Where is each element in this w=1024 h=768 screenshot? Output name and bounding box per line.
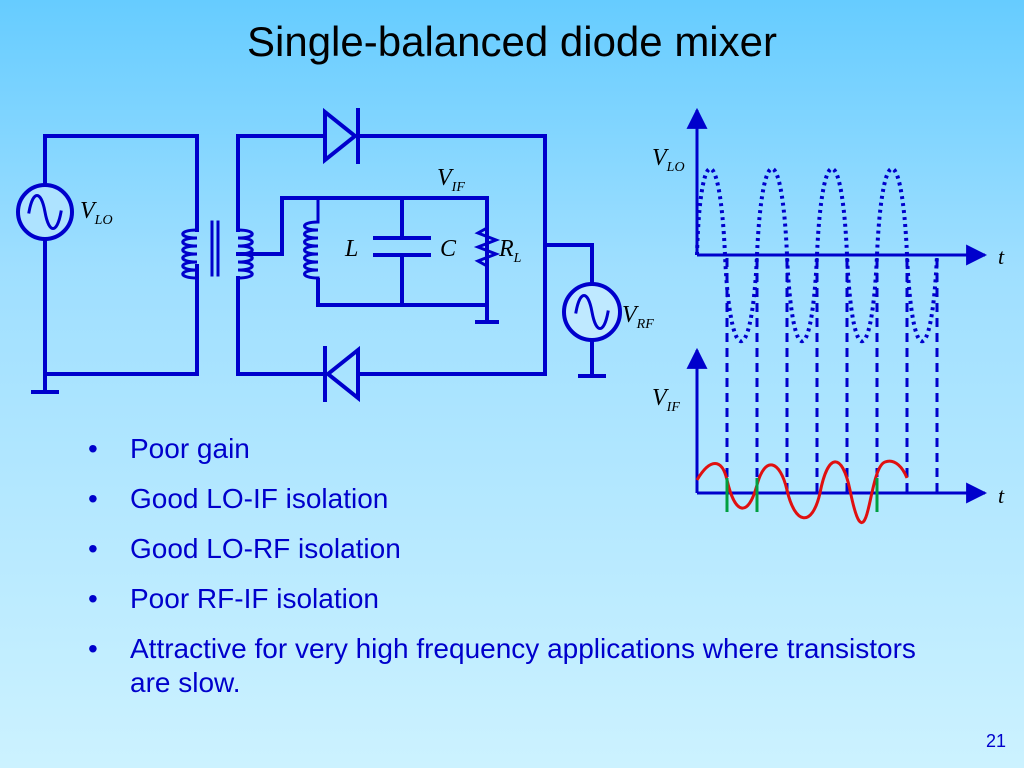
- page-number: 21: [985, 731, 1006, 751]
- if-output-label: VIF: [437, 165, 465, 195]
- if-time-label: t: [998, 483, 1005, 508]
- lo-loop-wire: [43, 134, 199, 376]
- bullet-item: •Poor gain: [88, 433, 250, 464]
- switching-lines: [725, 258, 939, 493]
- diode-bottom-icon: [323, 345, 360, 403]
- capacitor-label: C: [440, 236, 457, 262]
- lo-source-icon: [16, 183, 74, 241]
- circuit: [16, 107, 622, 403]
- lo-axis-label: VLO: [652, 145, 685, 175]
- bullet-item: •Poor RF-IF isolation: [88, 583, 379, 614]
- if-axis-label: VIF: [652, 385, 680, 415]
- if-waveform: [695, 459, 909, 525]
- lo-time-label: t: [998, 244, 1005, 269]
- slide-title: Single-balanced diode mixer: [247, 18, 777, 65]
- bullet-list: •Poor gain •Good LO-IF isolation •Good L…: [88, 432, 988, 716]
- bullet-item: •Attractive for very high frequency appl…: [88, 633, 916, 698]
- transformer-primary-icon: [181, 228, 199, 280]
- bullet-item: •Good LO-RF isolation: [88, 533, 401, 564]
- switch-marks: [725, 478, 879, 512]
- bullet-item: •Good LO-IF isolation: [88, 483, 389, 514]
- resistor-label: RL: [498, 236, 522, 266]
- load-resistor-icon: [473, 225, 501, 269]
- tank-inductor-icon: [303, 196, 320, 280]
- diode-top-icon: [323, 107, 360, 165]
- rf-source-label: VRF: [622, 302, 654, 332]
- inductor-label: L: [344, 236, 358, 262]
- lo-source-label: VLO: [80, 198, 113, 228]
- lo-waveform: [695, 166, 939, 344]
- rf-source-icon: [562, 282, 622, 342]
- tank-capacitor-icon: [373, 196, 431, 307]
